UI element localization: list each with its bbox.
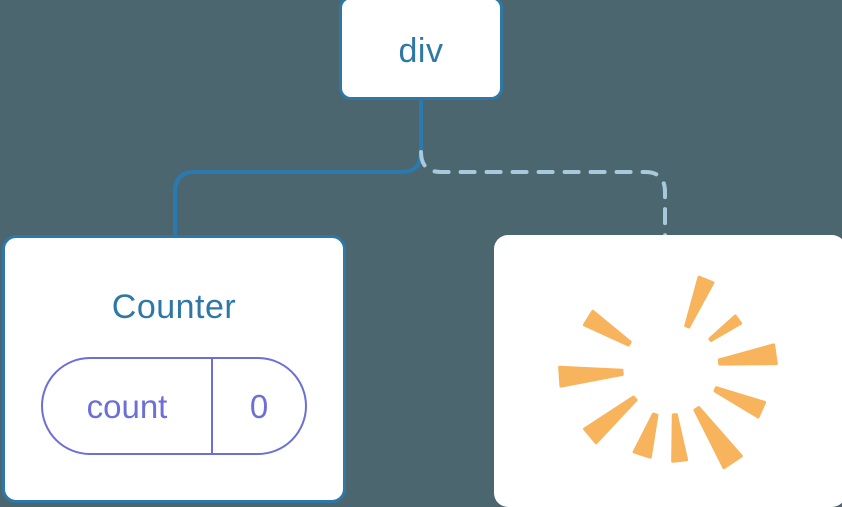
node-div[interactable]: div: [339, 0, 503, 100]
burst-ray-9: [558, 365, 624, 388]
sparkle-burst-icon: [558, 275, 778, 470]
burst-ray-7: [632, 412, 659, 459]
burst-ray-2: [708, 314, 743, 342]
burst-ray-5: [693, 406, 743, 470]
node-div-label: div: [398, 32, 444, 70]
burst-ray-10: [582, 309, 632, 347]
node-counter-title: Counter: [111, 288, 237, 326]
state-pill-count[interactable]: count 0: [41, 357, 307, 455]
burst-ray-3: [717, 343, 778, 366]
edge-div-to-burst: [419, 150, 667, 240]
edge-div-to-counter: [173, 98, 423, 240]
burst-ray-6: [671, 413, 689, 463]
burst-ray-4: [713, 386, 767, 419]
state-value-label: 0: [249, 387, 269, 425]
burst-ray-8: [583, 395, 638, 445]
node-burst[interactable]: [494, 235, 842, 507]
state-key-label: count: [43, 359, 213, 453]
burst-ray-1: [684, 275, 715, 329]
node-counter[interactable]: Counter count 0: [2, 235, 346, 503]
